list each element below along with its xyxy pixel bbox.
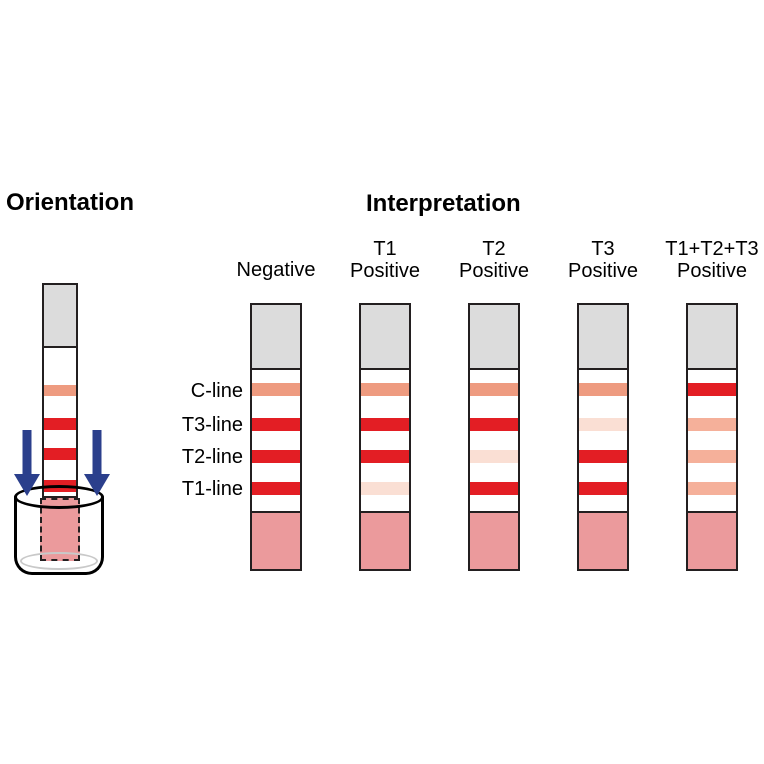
- strip-t3-positive-c-line: [579, 383, 627, 396]
- strip-t2-positive-c-line: [470, 383, 518, 396]
- strip-t1-t2-t3-positive-c-line: [688, 383, 736, 396]
- strip-t2-positive-t1-line: [470, 482, 518, 495]
- strip-header-t2-positive: T2 Positive: [458, 238, 530, 283]
- sample-cup-body: [14, 497, 104, 575]
- strip-t1-positive: [359, 303, 411, 571]
- strip-t3-positive-t2-line: [579, 450, 627, 463]
- arrow-head: [84, 474, 110, 496]
- strip-negative-t2-line: [252, 450, 300, 463]
- orientation-c-line: [44, 385, 76, 396]
- strip-sample-pad: [470, 305, 518, 370]
- strip-t2-positive-t3-line: [470, 418, 518, 431]
- strip-header-negative: Negative: [236, 259, 316, 281]
- orientation-t3-line: [44, 418, 76, 430]
- label-c-line: C-line: [190, 380, 243, 402]
- strip-t3-positive: [577, 303, 629, 571]
- interpretation-panel-title: Interpretation: [366, 190, 521, 217]
- strip-sample-pad: [252, 305, 300, 370]
- sample-cup-rim: [14, 485, 104, 509]
- strip-absorbent-pad: [688, 511, 736, 569]
- strip-t1-t2-t3-positive-t2-line: [688, 450, 736, 463]
- strip-negative-t3-line: [252, 418, 300, 431]
- arrow-shaft: [22, 430, 32, 476]
- strip-t1-positive-t2-line: [361, 450, 409, 463]
- strip-header-t1-t2-t3-positive: T1+T2+T3 Positive: [665, 238, 759, 283]
- strip-t3-positive-t3-line: [579, 418, 627, 431]
- strip-absorbent-pad: [579, 511, 627, 569]
- strip-header-t3-positive: T3 Positive: [567, 238, 639, 283]
- strip-absorbent-pad: [252, 511, 300, 569]
- strip-sample-pad: [361, 305, 409, 370]
- sample-cup-floor: [20, 552, 98, 570]
- label-t1-line: T1-line: [181, 478, 243, 500]
- strip-negative-t1-line: [252, 482, 300, 495]
- strip-t1-positive-t1-line: [361, 482, 409, 495]
- strip-sample-pad: [579, 305, 627, 370]
- strip-t1-positive-c-line: [361, 383, 409, 396]
- strip-t1-t2-t3-positive-t3-line: [688, 418, 736, 431]
- orientation-strip-sample-pad: [44, 285, 76, 348]
- orientation-panel-title: Orientation: [6, 189, 135, 216]
- orientation-t2-line: [44, 448, 76, 460]
- arrow-head: [14, 474, 40, 496]
- orientation-test-strip: [42, 283, 78, 498]
- strip-absorbent-pad: [361, 511, 409, 569]
- strip-header-t1-positive: T1 Positive: [349, 238, 421, 283]
- strip-t1-t2-t3-positive-t1-line: [688, 482, 736, 495]
- strip-t2-positive-t2-line: [470, 450, 518, 463]
- strip-sample-pad: [688, 305, 736, 370]
- dip-direction-arrow-left: [10, 430, 44, 496]
- label-t2-line: T2-line: [181, 446, 243, 468]
- strip-negative: [250, 303, 302, 571]
- dip-direction-arrow-right: [80, 430, 114, 496]
- strip-negative-c-line: [252, 383, 300, 396]
- arrow-shaft: [92, 430, 102, 476]
- strip-t1-positive-t3-line: [361, 418, 409, 431]
- strip-t2-positive: [468, 303, 520, 571]
- strip-absorbent-pad: [470, 511, 518, 569]
- strip-t3-positive-t1-line: [579, 482, 627, 495]
- strip-t1-t2-t3-positive: [686, 303, 738, 571]
- label-t3-line: T3-line: [181, 414, 243, 436]
